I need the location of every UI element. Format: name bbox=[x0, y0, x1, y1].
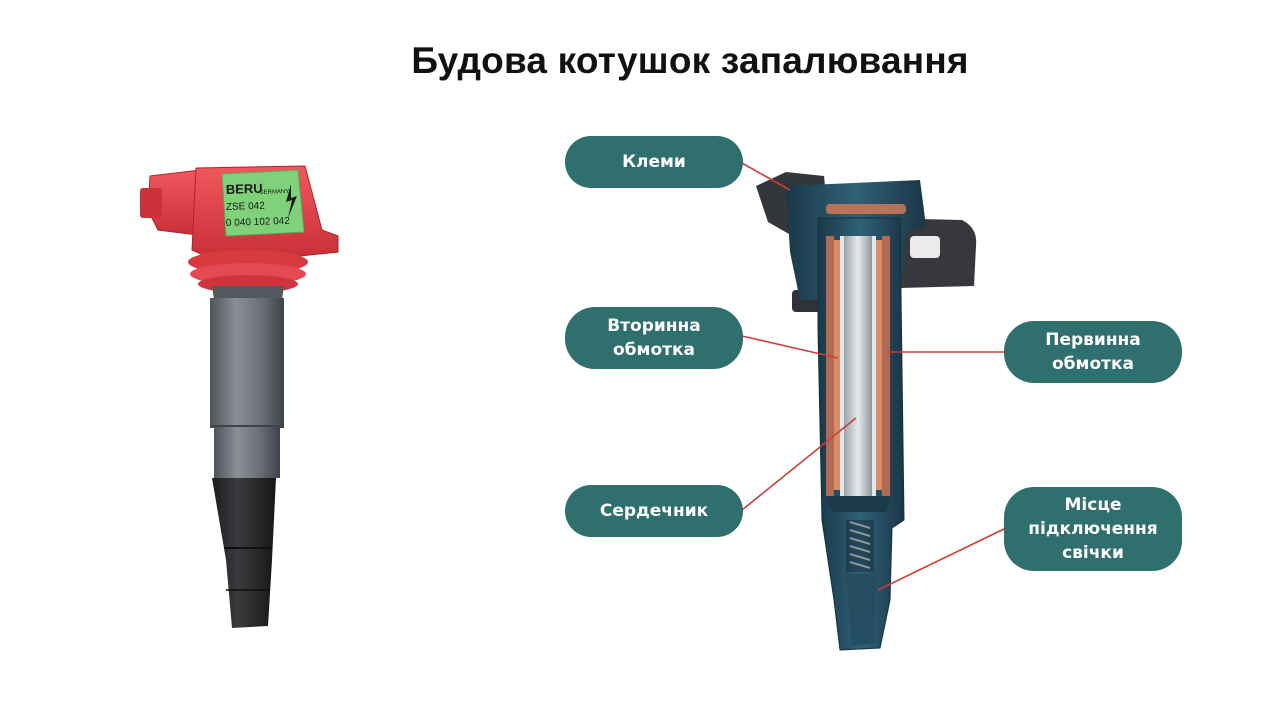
callout-terminals-line-1: Клеми bbox=[622, 152, 686, 172]
callout-terminals: Клеми bbox=[565, 136, 743, 188]
callout-secondary-winding: Вторинна обмотка bbox=[565, 307, 743, 369]
label-brand: BERU bbox=[226, 181, 263, 197]
callout-plug-line-3: свічки bbox=[1062, 543, 1124, 563]
label-country: GERMANY bbox=[259, 189, 290, 196]
high-voltage-icon bbox=[286, 184, 297, 218]
label-part-number: 0 040 102 042 bbox=[226, 216, 291, 229]
callout-primary-line-2: обмотка bbox=[1052, 354, 1134, 374]
page-title: Будова котушок запалювання bbox=[411, 40, 969, 81]
coil-cutaway-photo bbox=[756, 172, 977, 651]
callout-secondary-line-2: обмотка bbox=[613, 340, 695, 360]
callout-plug-line-2: підключення bbox=[1028, 519, 1158, 539]
spring bbox=[849, 521, 871, 569]
winding-stripes bbox=[834, 240, 882, 490]
leader-core bbox=[741, 417, 857, 511]
coil-external-photo: BERU GERMANY ZSE 042 0 040 102 042 bbox=[140, 165, 339, 628]
leader-plug bbox=[877, 527, 1007, 591]
leader-lines bbox=[739, 161, 1007, 591]
callout-core-line-1: Сердечник bbox=[599, 501, 709, 521]
callout-plug-connection: Місце підключення свічки bbox=[1004, 487, 1182, 571]
label-model: ZSE 042 bbox=[226, 201, 266, 213]
callout-primary-winding: Первинна обмотка bbox=[1004, 321, 1182, 383]
product-label: BERU GERMANY ZSE 042 0 040 102 042 bbox=[221, 169, 305, 237]
leader-secondary bbox=[741, 335, 839, 359]
callout-secondary-line-1: Вторинна bbox=[607, 316, 701, 336]
callout-primary-line-1: Первинна bbox=[1045, 330, 1141, 350]
callout-core: Сердечник bbox=[565, 485, 743, 537]
callout-plug-line-1: Місце bbox=[1064, 495, 1122, 515]
leader-terminals bbox=[739, 161, 791, 191]
